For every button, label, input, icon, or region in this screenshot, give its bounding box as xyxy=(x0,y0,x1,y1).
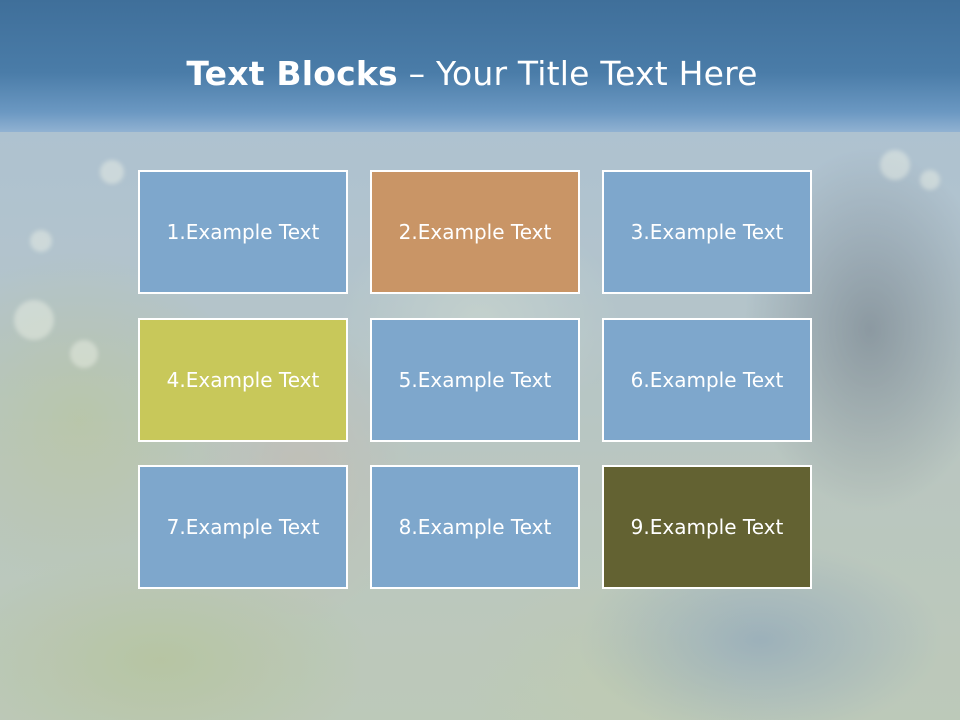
text-block-label: 6.Example Text xyxy=(630,368,784,392)
bokeh-light xyxy=(880,150,910,180)
text-block-2[interactable]: 2.Example Text xyxy=(370,170,580,294)
bokeh-light xyxy=(920,170,940,190)
text-block-label: 2.Example Text xyxy=(398,220,552,244)
text-block-3[interactable]: 3.Example Text xyxy=(602,170,812,294)
bokeh-light xyxy=(30,230,52,252)
text-blocks-grid: 1.Example Text 2.Example Text 3.Example … xyxy=(138,170,816,594)
text-block-label: 4.Example Text xyxy=(166,368,320,392)
text-block-label: 8.Example Text xyxy=(398,515,552,539)
text-block-label: 3.Example Text xyxy=(630,220,784,244)
bokeh-light xyxy=(100,160,124,184)
title-separator: – xyxy=(397,54,436,93)
title-band xyxy=(0,0,960,132)
text-block-label: 5.Example Text xyxy=(398,368,552,392)
text-block-9[interactable]: 9.Example Text xyxy=(602,465,812,589)
title-bold: Text Blocks xyxy=(186,54,398,93)
text-block-7[interactable]: 7.Example Text xyxy=(138,465,348,589)
title-rest: Your Title Text Here xyxy=(435,54,758,93)
bokeh-light xyxy=(70,340,98,368)
text-block-5[interactable]: 5.Example Text xyxy=(370,318,580,442)
slide-title: Text Blocks – Your Title Text Here xyxy=(0,54,944,93)
text-block-label: 1.Example Text xyxy=(166,220,320,244)
text-block-4[interactable]: 4.Example Text xyxy=(138,318,348,442)
text-block-6[interactable]: 6.Example Text xyxy=(602,318,812,442)
text-block-1[interactable]: 1.Example Text xyxy=(138,170,348,294)
text-block-8[interactable]: 8.Example Text xyxy=(370,465,580,589)
bokeh-light xyxy=(14,300,54,340)
text-block-label: 9.Example Text xyxy=(630,515,784,539)
text-block-label: 7.Example Text xyxy=(166,515,320,539)
